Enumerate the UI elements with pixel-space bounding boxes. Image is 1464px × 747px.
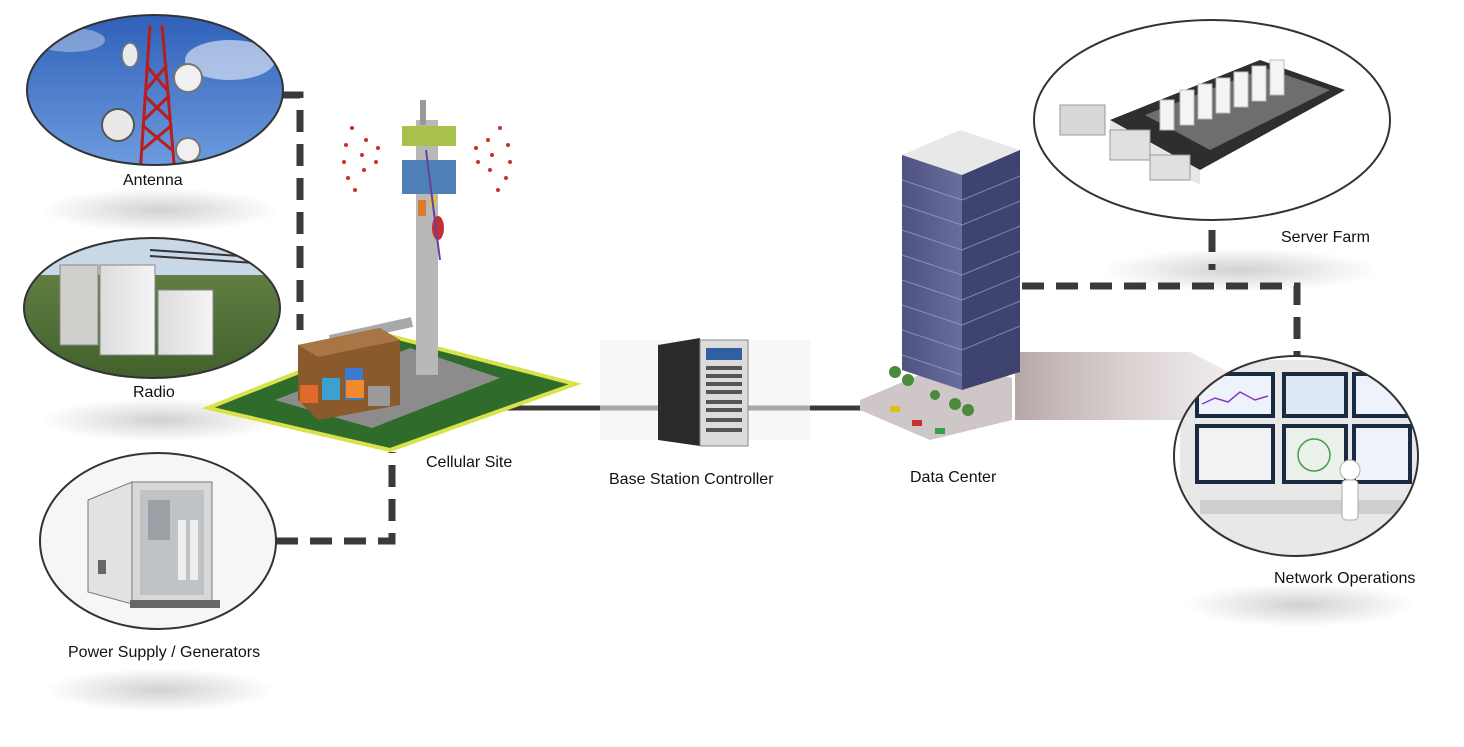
radio-bubble [23, 237, 281, 379]
datacenter-noc-connector [1022, 282, 1301, 360]
network-operations-label: Network Operations [1274, 570, 1416, 587]
base-station-controller-label: Base Station Controller [609, 471, 774, 488]
radio-label: Radio [133, 384, 175, 401]
network-operations-bubble [1173, 355, 1419, 557]
datacenter-noc-beam [1015, 352, 1240, 420]
power-bubble [39, 452, 277, 630]
power-connector [276, 452, 396, 545]
antenna-connector [281, 91, 304, 330]
power-supply-label: Power Supply / Generators [68, 644, 261, 661]
data-center-label: Data Center [910, 469, 997, 486]
signal-waves [342, 126, 512, 192]
server-farm-label: Server Farm [1281, 229, 1370, 246]
cellular-site-illustration [201, 100, 582, 453]
antenna-bubble [26, 14, 284, 166]
server-farm-bubble [1033, 19, 1391, 221]
data-center-illustration [860, 130, 1021, 440]
dashed-connectors [276, 91, 1301, 545]
cellular-site-label: Cellular Site [426, 454, 513, 471]
antenna-label: Antenna [123, 172, 183, 189]
base-station-controller-illustration [600, 338, 810, 447]
